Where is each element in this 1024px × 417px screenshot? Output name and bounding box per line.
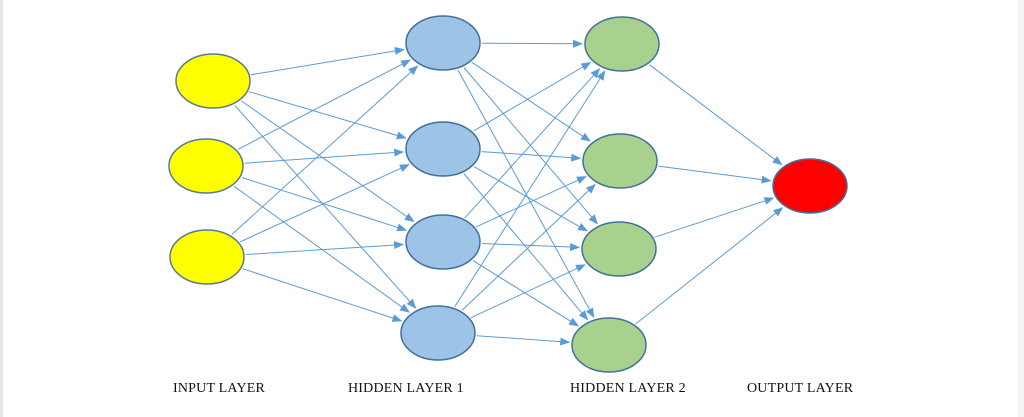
hidden1-node-1 xyxy=(405,15,481,71)
connection-arrow-input-1-to-hidden1-1 xyxy=(251,47,405,76)
hidden-layer-1-label: HIDDEN LAYER 1 xyxy=(348,381,464,396)
hidden2-node-3 xyxy=(581,221,657,277)
connection-arrow-hidden1-2-to-hidden2-1 xyxy=(473,61,592,132)
connection-arrow-hidden1-1-to-hidden2-4 xyxy=(457,69,595,319)
nodes-group xyxy=(168,15,848,373)
output-node-1 xyxy=(772,158,848,214)
connection-arrow-hidden1-1-to-hidden2-2 xyxy=(471,61,591,142)
input-node-1 xyxy=(175,53,251,109)
connection-arrow-hidden1-3-to-hidden2-1 xyxy=(464,68,601,219)
connection-arrow-hidden1-4-to-hidden2-4 xyxy=(476,335,571,346)
output-layer-label: OUTPUT LAYER xyxy=(747,381,854,396)
connection-arrow-input-3-to-hidden1-4 xyxy=(242,268,403,322)
input-node-3 xyxy=(169,229,245,285)
connection-arrow-hidden1-4-to-hidden2-2 xyxy=(461,183,596,311)
connection-arrow-hidden2-1-to-output-1 xyxy=(649,64,783,166)
connection-arrow-input-1-to-hidden1-3 xyxy=(241,100,415,223)
connection-arrow-hidden1-2-to-hidden2-3 xyxy=(473,166,588,232)
connection-arrow-input-1-to-hidden1-4 xyxy=(234,104,417,309)
page-left-edge xyxy=(0,0,3,417)
connection-arrow-hidden2-4-to-output-1 xyxy=(635,207,784,325)
hidden2-node-2 xyxy=(582,133,658,189)
input-node-2 xyxy=(168,138,244,194)
connection-arrow-hidden2-3-to-output-1 xyxy=(654,197,775,238)
connection-arrow-input-3-to-hidden1-1 xyxy=(231,65,419,235)
hidden-layer-2-label: HIDDEN LAYER 2 xyxy=(570,381,686,396)
connection-arrow-hidden2-2-to-output-1 xyxy=(658,165,772,184)
hidden1-node-3 xyxy=(405,214,481,270)
input-layer-label: INPUT LAYER xyxy=(173,381,266,396)
connection-arrow-hidden1-4-to-hidden2-1 xyxy=(454,70,606,308)
connection-arrow-hidden1-2-to-hidden2-4 xyxy=(463,173,589,321)
connection-arrow-input-2-to-hidden1-1 xyxy=(237,59,411,150)
connections-group xyxy=(231,39,784,346)
hidden1-node-4 xyxy=(400,305,476,361)
hidden2-node-4 xyxy=(571,317,647,373)
connection-arrow-hidden1-2-to-hidden2-2 xyxy=(481,151,582,162)
hidden1-node-2 xyxy=(405,121,481,177)
connection-arrow-input-3-to-hidden1-3 xyxy=(245,241,405,255)
hidden2-node-1 xyxy=(584,16,660,72)
connection-arrow-hidden1-4-to-hidden2-3 xyxy=(470,264,586,319)
page-right-edge xyxy=(1018,0,1024,417)
connection-arrow-input-3-to-hidden1-2 xyxy=(239,164,410,243)
connection-arrow-hidden1-1-to-hidden2-1 xyxy=(481,39,583,48)
connection-arrow-hidden1-3-to-hidden2-2 xyxy=(475,176,587,228)
connection-arrow-input-1-to-hidden1-2 xyxy=(249,91,407,140)
connection-arrow-input-2-to-hidden1-2 xyxy=(244,148,405,164)
connection-arrow-hidden1-3-to-hidden2-4 xyxy=(472,260,580,327)
